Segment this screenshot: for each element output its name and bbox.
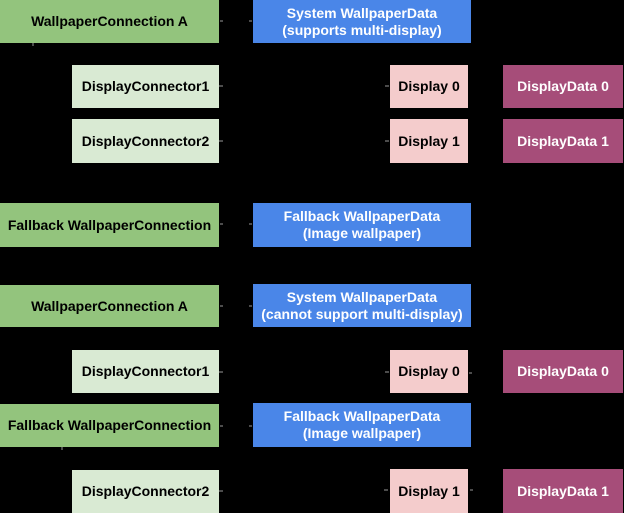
box-label-line1: Fallback WallpaperData (283, 408, 441, 424)
box-display-0: Display 0 (390, 65, 468, 108)
box-display-connector-2: DisplayConnector2 (72, 119, 219, 163)
box-label: DisplayData 1 (517, 132, 609, 149)
box-label-line2: (Image wallpaper) (302, 425, 422, 441)
box-label-line1: System WallpaperData (286, 4, 438, 21)
box-label: Display 1 (398, 482, 460, 499)
box-label-line2: (Image wallpaper) (302, 225, 422, 241)
connector-tick (385, 140, 389, 142)
box-label: Display 1 (398, 132, 460, 149)
connector-tick (384, 489, 388, 491)
box-display-1: Display 1 (390, 119, 468, 163)
box-display-connector-2: DisplayConnector2 (72, 470, 219, 513)
box-system-wallpaper-data: System WallpaperData (cannot support mul… (253, 284, 471, 327)
connector-tick (249, 425, 252, 427)
connector-tick (220, 425, 223, 427)
box-label: DisplayData 1 (517, 482, 609, 499)
box-label-line1: Fallback WallpaperData (283, 208, 441, 224)
connector-tick (219, 490, 223, 492)
box-label: DisplayConnector2 (81, 483, 210, 499)
box-fallback-wallpaper-data: Fallback WallpaperData (Image wallpaper) (253, 203, 471, 247)
box-wallpaper-connection-a: WallpaperConnection A (0, 285, 219, 327)
connector-tick (249, 20, 252, 22)
box-label-line2: (cannot support multi-display) (261, 305, 463, 322)
connector-tick (385, 85, 389, 87)
box-label: Display 0 (398, 363, 460, 379)
box-label: WallpaperConnection A (31, 297, 188, 314)
box-fallback-wallpaper-connection: Fallback WallpaperConnection (0, 203, 219, 247)
box-label: DisplayData 0 (517, 78, 609, 94)
box-fallback-wallpaper-connection: Fallback WallpaperConnection (0, 404, 219, 447)
connector-tick (32, 43, 34, 46)
box-display-connector-1: DisplayConnector1 (72, 350, 219, 393)
box-label: Fallback WallpaperConnection (7, 216, 212, 233)
box-display-0: Display 0 (390, 350, 468, 393)
box-display-data-1: DisplayData 1 (503, 119, 623, 163)
box-system-wallpaper-data: System WallpaperData (supports multi-dis… (253, 0, 471, 43)
connector-tick (385, 371, 389, 373)
connector-tick (220, 223, 223, 225)
connector-tick (220, 305, 223, 307)
box-display-1: Display 1 (390, 469, 468, 513)
box-wallpaper-connection-a: WallpaperConnection A (0, 0, 219, 43)
box-display-data-0: DisplayData 0 (503, 65, 623, 108)
connector-tick (249, 305, 252, 307)
connector-tick (220, 20, 223, 22)
box-label: Fallback WallpaperConnection (7, 417, 212, 433)
box-display-data-0: DisplayData 0 (503, 350, 623, 393)
box-label: DisplayConnector1 (81, 363, 210, 379)
connector-tick (219, 85, 223, 87)
box-display-data-1: DisplayData 1 (503, 469, 623, 513)
box-label-line2: (supports multi-display) (282, 21, 442, 38)
box-label: DisplayConnector1 (81, 78, 210, 94)
connector-tick (219, 371, 223, 373)
box-label-line1: System WallpaperData (286, 288, 438, 305)
connector-tick (61, 447, 63, 450)
box-label: DisplayConnector2 (81, 132, 210, 149)
box-fallback-wallpaper-data: Fallback WallpaperData (Image wallpaper) (253, 403, 471, 447)
box-label: Display 0 (398, 78, 460, 94)
box-display-connector-1: DisplayConnector1 (72, 65, 219, 108)
box-label: WallpaperConnection A (31, 13, 188, 29)
connector-tick (470, 489, 473, 491)
box-label: DisplayData 0 (517, 363, 609, 379)
connector-tick (249, 223, 252, 225)
connector-tick (469, 372, 472, 374)
connector-tick (219, 140, 223, 142)
